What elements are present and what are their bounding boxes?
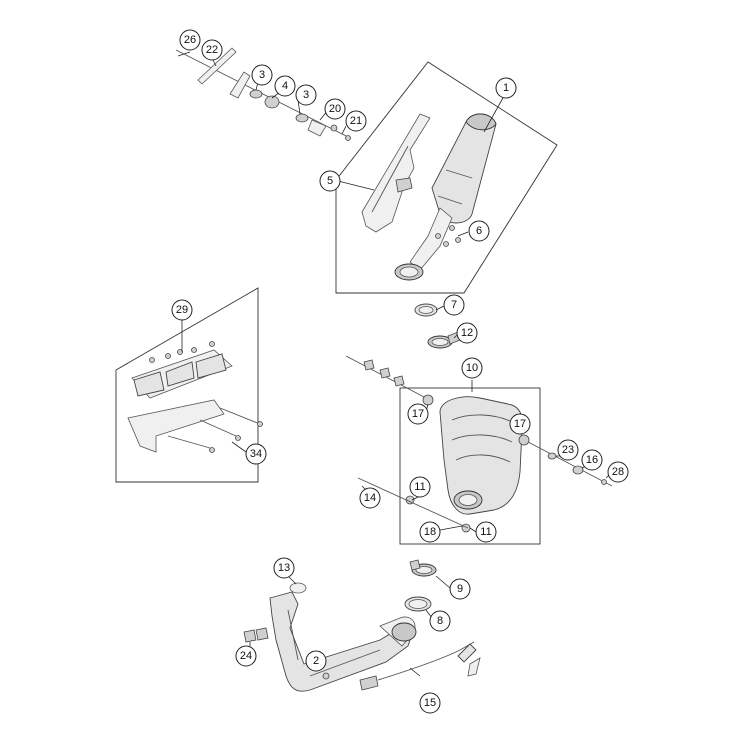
callout-6-label: 6	[476, 225, 482, 237]
callout-29-label: 29	[176, 304, 188, 316]
muffler-bolts	[435, 225, 461, 247]
header-pipe	[243, 573, 417, 692]
callout-13-label: 13	[278, 562, 290, 574]
mounting-hardware-stack	[175, 47, 351, 141]
callout-28: 28	[607, 461, 629, 483]
shield-group-frame	[115, 287, 259, 483]
callout-3b-label: 3	[303, 89, 309, 101]
callout-6: 6	[468, 220, 490, 242]
callout-20: 20	[324, 98, 346, 120]
muffler-group-frame	[335, 61, 558, 294]
callout-3b: 3	[295, 84, 317, 106]
callout-16: 16	[581, 449, 603, 471]
callout-4: 4	[274, 75, 296, 97]
callout-26-label: 26	[184, 34, 196, 46]
muffler	[394, 113, 497, 281]
callout-11a-label: 11	[414, 481, 425, 493]
callout-18: 18	[419, 521, 441, 543]
callout-3a-label: 3	[259, 69, 265, 81]
callout-15-label: 15	[424, 697, 436, 709]
callout-20-label: 20	[329, 103, 341, 115]
callout-22-label: 22	[206, 44, 218, 56]
callout-17b-label: 17	[514, 418, 526, 430]
callout-10-label: 10	[466, 362, 478, 374]
callout-34: 34	[245, 443, 267, 465]
catalyst-group-frame	[399, 387, 541, 545]
callout-24-label: 24	[240, 650, 252, 662]
callout-16-label: 16	[586, 454, 598, 466]
callout-4-label: 4	[282, 80, 288, 92]
callout-10: 10	[461, 357, 483, 379]
callout-17b: 17	[509, 413, 531, 435]
callout-14: 14	[359, 487, 381, 509]
callout-22: 22	[201, 39, 223, 61]
callout-18-label: 18	[424, 526, 436, 538]
callout-21-label: 21	[350, 115, 362, 127]
callout-12-label: 12	[461, 327, 473, 339]
clamp-group-upper	[414, 303, 461, 349]
callout-17a-label: 17	[412, 408, 424, 420]
callout-26: 26	[179, 29, 201, 51]
callout-15: 15	[419, 692, 441, 714]
callout-24: 24	[235, 645, 257, 667]
bracket-22	[197, 47, 237, 85]
callout-3a: 3	[251, 64, 273, 86]
callout-13: 13	[273, 557, 295, 579]
callout-7: 7	[443, 294, 465, 316]
callout-17a: 17	[407, 403, 429, 425]
callout-2-label: 2	[313, 655, 319, 667]
callout-1-label: 1	[503, 82, 509, 94]
callout-9-label: 9	[457, 583, 463, 595]
muffler-group	[335, 61, 558, 294]
callout-21: 21	[345, 110, 367, 132]
callout-23-label: 23	[562, 444, 574, 456]
callout-5: 5	[319, 170, 341, 192]
catalyst-group	[345, 355, 613, 545]
callout-9: 9	[449, 578, 471, 600]
callout-2: 2	[305, 650, 327, 672]
callout-23: 23	[557, 439, 579, 461]
clamp-group-lower	[404, 559, 451, 619]
callout-1: 1	[495, 77, 517, 99]
callout-34-label: 34	[250, 448, 262, 460]
shield-group	[115, 287, 263, 483]
callout-29: 29	[171, 299, 193, 321]
callout-7-label: 7	[451, 299, 457, 311]
callout-11a: 11	[409, 476, 431, 498]
heat-shield	[361, 113, 431, 233]
callout-12: 12	[456, 322, 478, 344]
callout-8: 8	[429, 610, 451, 632]
callout-5-label: 5	[327, 175, 333, 187]
callouts: 1 5 6 26 22 3 4 3 20 21 29 34 7 12 10 17…	[171, 29, 629, 714]
callout-28-label: 28	[612, 466, 624, 478]
callout-14-label: 14	[364, 492, 376, 504]
callout-8-label: 8	[437, 615, 443, 627]
callout-11b: 11	[475, 521, 497, 543]
callout-11b-label: 11	[480, 526, 491, 538]
oxygen-sensor	[359, 641, 481, 691]
